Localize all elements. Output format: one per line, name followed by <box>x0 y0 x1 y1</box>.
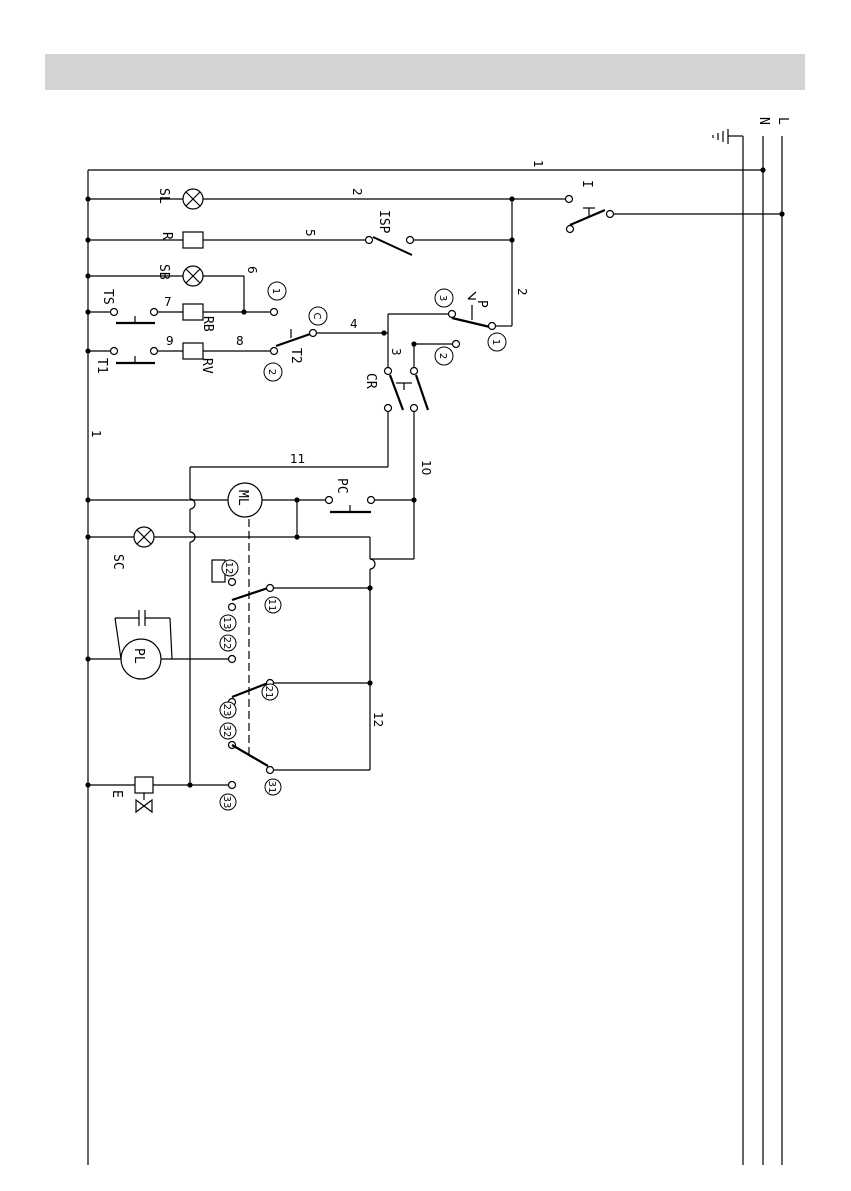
terminal-21-label: 21 <box>263 686 274 699</box>
wire-10: 10 <box>419 460 433 475</box>
cam-contact-31 <box>232 745 268 766</box>
switch-P <box>452 318 490 327</box>
wire-2-right: 2 <box>515 288 529 296</box>
label-P: P <box>474 300 489 308</box>
terminal-31-label: 31 <box>266 781 277 794</box>
wire-8: 8 <box>236 334 244 348</box>
terminal-32-label: 32 <box>221 725 232 738</box>
label-RV: RV <box>199 358 214 374</box>
terminal-33-label: 33 <box>221 796 232 809</box>
component-labels: SL R SB TS RB T1 RV T2 ISP I P CR ML PC … <box>94 180 594 798</box>
terminal-2-p-label: 2 <box>437 353 448 359</box>
terminal-13-label: 13 <box>221 617 232 630</box>
label-R: R <box>159 232 174 240</box>
terminal-22-label: 22 <box>221 637 232 650</box>
wire-4: 4 <box>350 317 358 331</box>
label-T1: T1 <box>94 358 109 374</box>
switch-I <box>570 210 605 225</box>
wire-11: 11 <box>290 452 305 466</box>
label-RB: RB <box>200 316 215 332</box>
wire-2-top: 2 <box>350 188 364 196</box>
label-TS: TS <box>100 289 115 305</box>
label-E: E <box>109 790 124 798</box>
terminal-1-p-label: 1 <box>490 339 501 345</box>
terminal-labels: 1 C 2 3 1 2 12 11 13 22 21 23 32 31 33 <box>221 288 501 809</box>
terminal-2-left-label: 2 <box>266 369 277 375</box>
wire-1-top: 1 <box>531 160 545 168</box>
wire-6: 6 <box>245 266 259 274</box>
label-ML: ML <box>235 490 250 506</box>
terminal-23-label: 23 <box>221 704 232 717</box>
rail-labels: N L <box>756 117 790 125</box>
wire-3: 3 <box>389 348 403 356</box>
label-I: I <box>579 180 594 188</box>
label-SB: SB <box>156 264 171 280</box>
rail-N: N <box>756 117 771 125</box>
wire-9: 9 <box>166 334 174 348</box>
terminal-3-p-label: 3 <box>437 295 448 301</box>
terminal-12-label: 12 <box>223 562 234 575</box>
cam-contact-11 <box>232 588 268 600</box>
terminal-markers <box>220 282 506 810</box>
switch-T2 <box>276 333 313 346</box>
terminal-11-label: 11 <box>266 599 277 612</box>
switch-CR-b <box>416 375 428 410</box>
wire-5: 5 <box>303 229 317 237</box>
wire-numbers: 1 2 5 6 7 9 8 4 3 2 1 11 10 12 <box>89 160 545 727</box>
terminal-C-label: C <box>311 313 322 320</box>
label-ISP: ISP <box>376 210 391 234</box>
wire-1-left: 1 <box>89 430 103 438</box>
label-CR: CR <box>363 373 378 389</box>
label-PC: PC <box>334 478 349 494</box>
label-PL: PL <box>131 648 146 664</box>
wire-7: 7 <box>164 295 172 309</box>
label-T2: T2 <box>288 348 303 364</box>
label-SC: SC <box>110 554 125 570</box>
rail-L: L <box>775 117 790 125</box>
switch-CR-a <box>390 375 403 410</box>
terminal-1-left-label: 1 <box>270 288 281 294</box>
label-SL: SL <box>156 188 171 204</box>
wire-12: 12 <box>371 712 385 727</box>
